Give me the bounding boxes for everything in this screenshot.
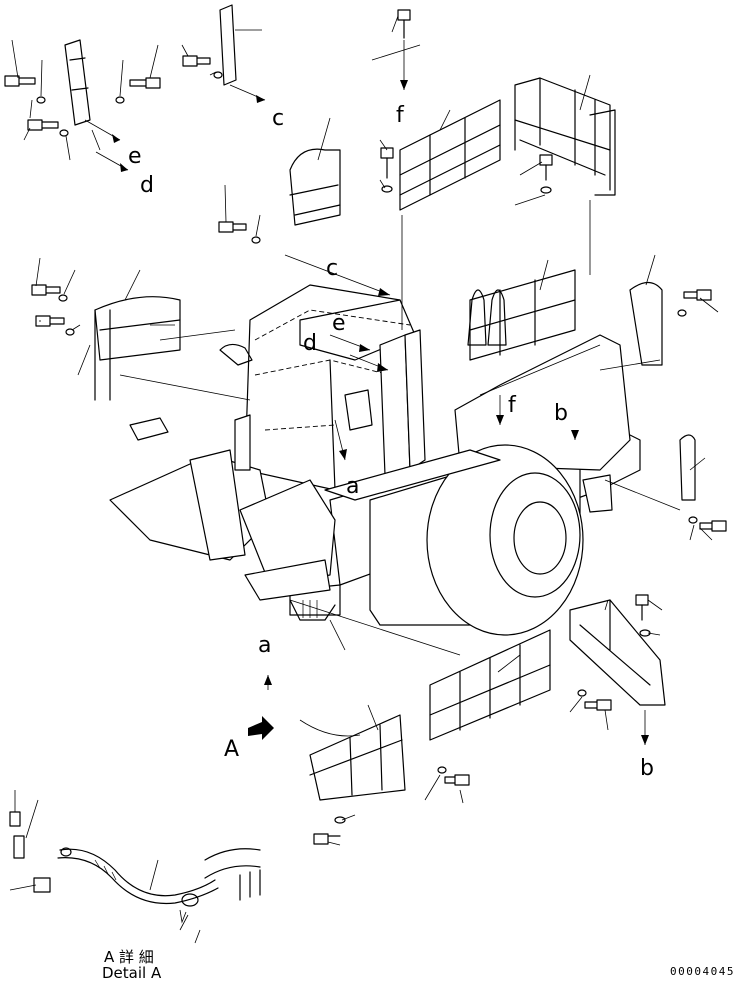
handrail-lower-right [569, 599, 666, 706]
callout-f-top: f [396, 103, 405, 128]
grab-rail-lower-right [679, 434, 696, 501]
detail-title: A 詳 細 Detail A [102, 948, 162, 982]
assembly-guide-lines [119, 200, 681, 737]
handrail-left-upper [289, 148, 341, 226]
callout-e-mid: e [332, 311, 346, 336]
drawing-code: 00004045 [670, 965, 735, 978]
callout-a-lower: a [258, 633, 271, 658]
handrail-lower-step [309, 714, 406, 801]
handrail-top-center [399, 99, 501, 211]
callout-b-bottom: b [640, 756, 654, 781]
handrail-front-left [94, 296, 181, 401]
callout-c-mid: c [326, 256, 338, 281]
grab-rail-top [219, 4, 237, 86]
detail-title-jp: A 詳 細 [104, 948, 154, 966]
detail-A-drawing [57, 847, 261, 924]
leader-lines [9, 15, 719, 944]
grab-rail-right [629, 281, 663, 366]
grab-rail-upper-left [64, 39, 91, 126]
connection-arrows [84, 40, 649, 745]
callout-labels: c e d f c e d f b a a b A [128, 103, 654, 781]
detail-title-en: Detail A [102, 964, 162, 980]
handrail-top-right [514, 77, 616, 196]
view-arrow-A: A [224, 737, 239, 762]
callout-f-mid: f [508, 393, 517, 418]
callout-d-left: d [140, 173, 154, 198]
bolts-and-washers [4, 9, 727, 893]
callout-c-top: c [272, 106, 284, 131]
machine-body [109, 284, 641, 636]
callout-e-left: e [128, 144, 142, 169]
callout-b-right: b [554, 401, 568, 426]
callout-d-mid: d [303, 331, 317, 356]
handrail-rear-deck [469, 269, 576, 361]
callout-a-top: a [346, 474, 359, 499]
handrail-lower-mid [429, 629, 551, 741]
